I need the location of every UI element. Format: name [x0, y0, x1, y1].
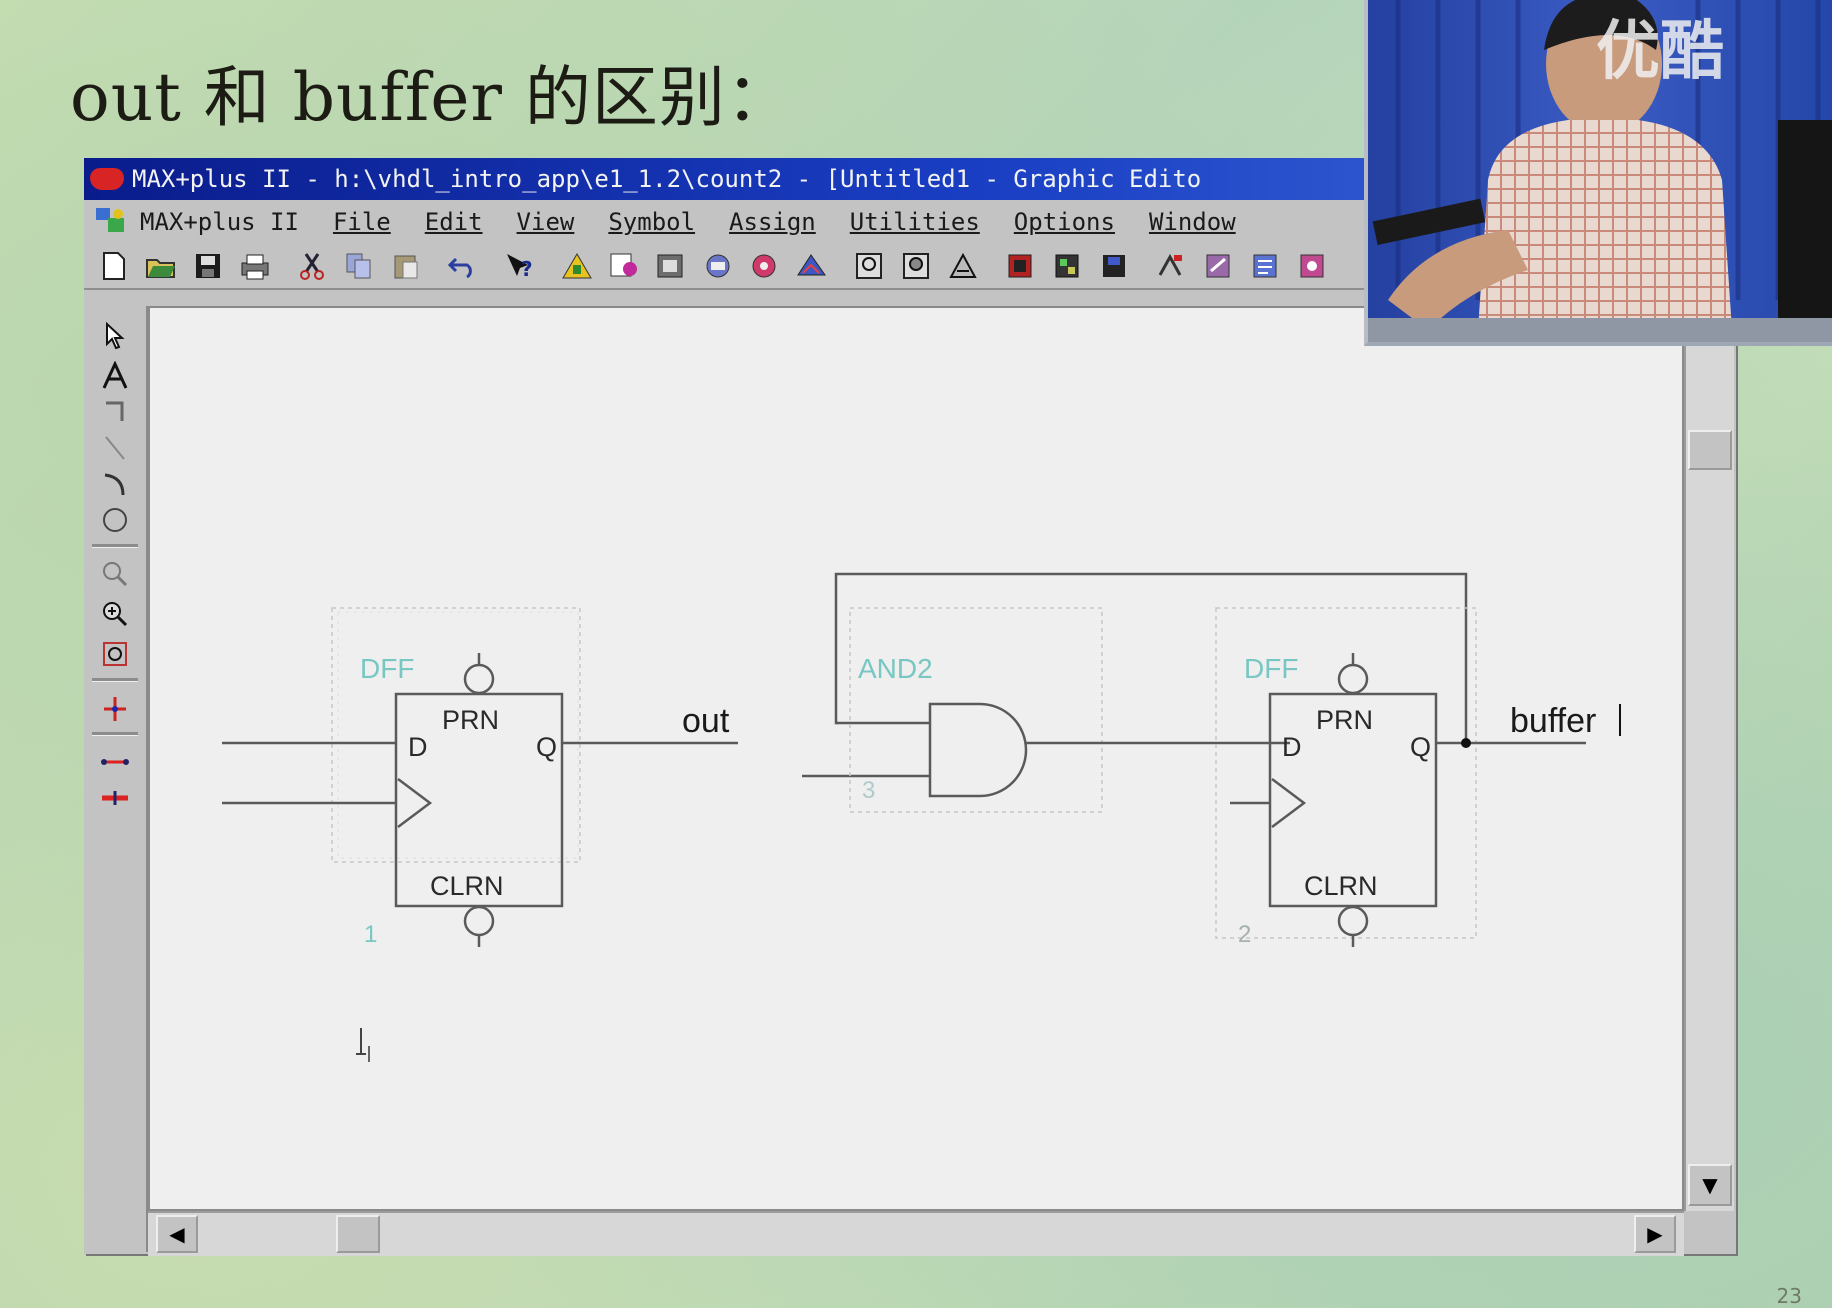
menu-assign[interactable]: Assign [729, 208, 816, 236]
scroll-right-arrow-icon[interactable]: ▶ [1634, 1215, 1676, 1253]
scroll-left-arrow-icon[interactable]: ◀ [156, 1215, 198, 1253]
vertical-scrollbar[interactable]: ▼ [1684, 306, 1734, 1211]
print-icon[interactable] [237, 248, 273, 284]
rubberband-on-icon[interactable] [93, 744, 137, 780]
simulate-icon[interactable] [794, 248, 830, 284]
right-d-label: D [1282, 732, 1302, 762]
fit-in-window-icon[interactable] [93, 636, 137, 672]
drawing-toolbox [84, 306, 148, 1252]
vertical-scroll-thumb[interactable] [1688, 430, 1732, 470]
document-control-icon[interactable] [94, 206, 128, 238]
symbol-icon[interactable] [653, 248, 689, 284]
buffer-pin-label: buffer [1510, 702, 1596, 740]
left-d-label: D [408, 732, 428, 762]
left-input-wires[interactable] [222, 741, 396, 805]
right-instance-number: 2 [1238, 921, 1251, 948]
open-schematic-icon[interactable] [606, 248, 642, 284]
open-file-icon[interactable] [143, 248, 179, 284]
right-dff-type-label: DFF [1244, 653, 1298, 684]
schematic-canvas[interactable]: DFF PRN D Q CLRN 1 out AND2 3 [148, 306, 1684, 1211]
app-icon [90, 168, 124, 190]
slide-page-number: 23 [1776, 1284, 1802, 1308]
scrollbar-corner [1684, 1211, 1732, 1254]
text-tool-icon[interactable] [93, 358, 137, 394]
assign-icon[interactable] [1200, 248, 1236, 284]
compile-icon[interactable] [747, 248, 783, 284]
left-clrn-label: CLRN [430, 871, 504, 901]
and2-instance-number: 3 [862, 777, 875, 804]
presenter-video-image [1368, 0, 1832, 342]
presenter-webcam-feed: 优酷 [1364, 0, 1832, 346]
left-dff-symbol[interactable] [331, 607, 581, 947]
mouse-cursor-icon [356, 1028, 370, 1062]
and2-gate-symbol[interactable] [849, 607, 1103, 813]
project-icon[interactable] [1247, 248, 1283, 284]
zoom-out-icon[interactable] [93, 556, 137, 592]
horizontal-scroll-thumb[interactable] [336, 1215, 380, 1253]
diagonal-line-icon[interactable] [93, 430, 137, 466]
video-watermark: 优酷 [1596, 15, 1724, 89]
svg-text:?: ? [521, 257, 533, 281]
undo-icon[interactable] [445, 248, 481, 284]
find-node-icon[interactable] [1153, 248, 1189, 284]
zoom-in-icon[interactable] [93, 596, 137, 632]
selection-pointer-icon[interactable] [93, 318, 137, 354]
connect-node-icon[interactable] [93, 690, 137, 726]
save-icon[interactable] [190, 248, 226, 284]
save-all-icon[interactable] [1096, 248, 1132, 284]
launch-icon[interactable] [1294, 248, 1330, 284]
floorplan-icon[interactable] [1049, 248, 1085, 284]
out-pin-label: out [682, 702, 730, 740]
menu-utilities[interactable]: Utilities [849, 208, 980, 236]
window-title: MAX+plus II - h:\vhdl_intro_app\e1_1.2\c… [132, 165, 1202, 193]
arc-tool-icon[interactable] [93, 466, 137, 502]
scroll-down-arrow-icon[interactable]: ▼ [1688, 1164, 1732, 1206]
menu-view[interactable]: View [516, 208, 575, 236]
orthogonal-line-icon[interactable] [93, 394, 137, 430]
menu-edit[interactable]: Edit [424, 208, 483, 236]
left-q-label: Q [536, 732, 557, 762]
cut-icon[interactable] [294, 248, 330, 284]
new-file-icon[interactable] [96, 248, 132, 284]
paste-icon[interactable] [388, 248, 424, 284]
right-clrn-label: CLRN [1304, 871, 1378, 901]
timing-analyzer-icon[interactable] [945, 248, 981, 284]
left-prn-label: PRN [442, 705, 499, 735]
programmer-icon[interactable] [1002, 248, 1038, 284]
library-icon[interactable] [700, 248, 736, 284]
menu-maxplus[interactable]: MAX+plus II [140, 208, 299, 236]
right-q-label: Q [1410, 732, 1431, 762]
horizontal-scrollbar[interactable]: ◀ ▶ [148, 1211, 1684, 1256]
hierarchy-up-icon[interactable] [559, 248, 595, 284]
copy-icon[interactable] [341, 248, 377, 284]
menu-window[interactable]: Window [1148, 208, 1236, 236]
circle-tool-icon[interactable] [93, 502, 137, 538]
left-dff-type-label: DFF [360, 653, 414, 684]
menu-file[interactable]: File [332, 208, 391, 236]
menu-options[interactable]: Options [1013, 208, 1115, 236]
rubberband-off-icon[interactable] [93, 780, 137, 816]
left-instance-number: 1 [364, 921, 377, 948]
and2-type-label: AND2 [858, 653, 933, 684]
zoom-area-icon[interactable] [898, 248, 934, 284]
slide-title: out 和 buffer 的区别： [70, 59, 793, 136]
wire-junction-dot [1461, 738, 1471, 748]
right-dff-symbol[interactable] [1215, 607, 1477, 947]
help-pointer-icon[interactable]: ? [502, 248, 538, 284]
zoom-fit-icon[interactable] [851, 248, 887, 284]
menu-symbol[interactable]: Symbol [608, 208, 696, 236]
right-prn-label: PRN [1316, 705, 1373, 735]
